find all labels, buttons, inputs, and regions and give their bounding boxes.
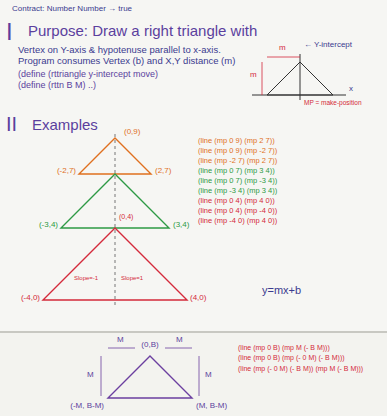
annotation: (-3,4) xyxy=(39,220,58,230)
y-axis xyxy=(115,134,116,308)
annotation: y=mx+b xyxy=(262,284,301,297)
annotation: (2,7) xyxy=(155,166,171,176)
annotation: M xyxy=(205,370,212,380)
annotation: I xyxy=(6,18,13,47)
annotation: M xyxy=(87,370,94,380)
annotation: Contract: Number Number → true xyxy=(12,4,132,14)
sketch-triangle xyxy=(267,62,333,95)
annotation: m xyxy=(279,43,286,53)
annotation: (line (mp 0 4) (mp 4 0)) xyxy=(198,196,382,205)
annotation: MP = make-position xyxy=(304,99,362,107)
dimension-line xyxy=(199,356,200,396)
annotation: (0,B) xyxy=(141,340,158,350)
annotation: (line (mp 0 4) (mp -4 0)) xyxy=(198,206,382,215)
annotation: (0,9) xyxy=(124,127,140,137)
annotation: (line (mp -3 4) (mp 3 4)) xyxy=(198,186,382,195)
annotation: II xyxy=(6,112,17,136)
annotation: (-4,0) xyxy=(21,293,40,303)
dimension-line xyxy=(101,356,102,396)
annotation: x xyxy=(349,84,353,94)
annotation: M xyxy=(176,335,183,345)
annotation: (line (mp 0 9) (mp 2 7)) xyxy=(198,136,382,145)
annotation: (line (mp 0 B) (mp (- 0 M) (- B M))) xyxy=(238,354,384,362)
annotation: M xyxy=(117,335,124,345)
annotation: Purpose: Draw a right triangle with xyxy=(28,22,257,40)
paper-sheet xyxy=(0,333,387,416)
paper-sheet xyxy=(0,0,387,331)
annotation: (define (rttriangle y-intercept move) xyxy=(18,69,252,80)
annotation: (line (mp (- 0 M) (- B M)) (mp M (- B M)… xyxy=(238,365,384,373)
annotation: (M, B-M) xyxy=(196,401,227,411)
annotation: Examples xyxy=(32,116,98,134)
annotation: Slope=-1 xyxy=(74,275,98,282)
general-triangle xyxy=(108,356,192,398)
annotation: (define (rttn B M) ..) xyxy=(18,80,252,91)
annotation: (4,0) xyxy=(190,293,206,303)
paper-fold xyxy=(0,331,387,333)
example-triangle xyxy=(43,228,187,300)
annotation: (line (mp 0 7) (mp 3 4)) xyxy=(198,166,382,175)
annotation: m xyxy=(250,70,257,80)
dimension-line xyxy=(165,348,192,349)
dimension-line xyxy=(108,348,135,349)
annotation: (0,4) xyxy=(119,213,133,221)
annotation: (-2,7) xyxy=(57,166,76,176)
y-axis xyxy=(300,54,301,100)
annotation: Vertex on Y-axis & hypotenuse parallel t… xyxy=(18,44,252,67)
annotation: (line (mp 0 B) (mp M (- B M))) xyxy=(238,344,384,352)
annotation: (line (mp 0 9) (mp -2 7)) xyxy=(198,146,382,155)
annotation: Slope=1 xyxy=(121,275,143,282)
dimension-line xyxy=(262,62,263,95)
dimension-line xyxy=(267,57,300,58)
example-triangle xyxy=(79,138,151,174)
annotation: (3,4) xyxy=(173,220,189,230)
annotation: (line (mp -4 0) (mp 4 0)) xyxy=(198,216,382,225)
annotation: ← Y-intercept xyxy=(304,40,352,50)
annotation: (line (mp -2 7) (mp 2 7)) xyxy=(198,156,382,165)
example-triangle xyxy=(61,174,169,228)
annotation: (-M, B-M) xyxy=(70,401,104,411)
annotation: (line (mp 0 7) (mp -3 4)) xyxy=(198,176,382,185)
